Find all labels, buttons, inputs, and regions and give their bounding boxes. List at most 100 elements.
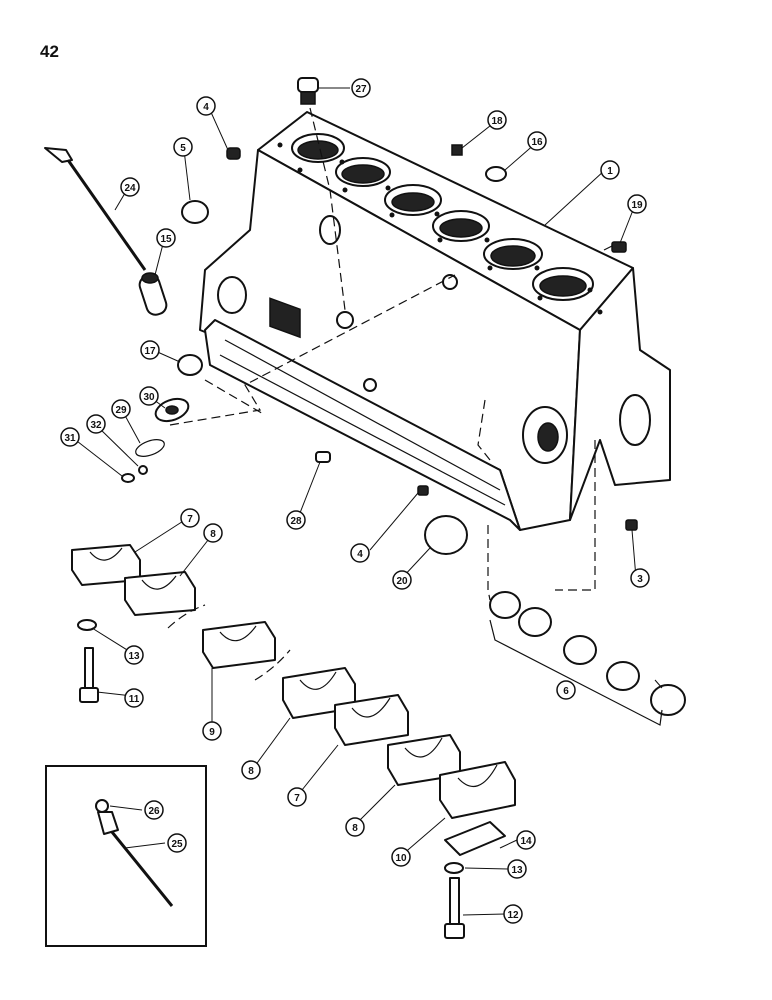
callout-25: 25: [167, 833, 187, 853]
callout-label-6: 6: [563, 686, 569, 697]
callout-13a: 13: [124, 645, 144, 665]
thrust-washer-upper: [167, 604, 206, 629]
callout-label-8b: 8: [248, 766, 254, 777]
plug-3: [625, 519, 638, 531]
callout-label-8a: 8: [210, 529, 216, 540]
callout-label-16: 16: [531, 137, 543, 148]
washer-13a: [77, 619, 97, 631]
callout-label-24: 24: [124, 183, 136, 194]
callout-15: 15: [156, 228, 176, 248]
camshaft-bearings: [489, 591, 686, 726]
callout-label-17: 17: [144, 346, 156, 357]
callout-16: 16: [527, 131, 547, 151]
callout-4b: 4: [350, 543, 370, 563]
callout-label-11: 11: [129, 694, 140, 705]
callout-18: 18: [487, 110, 507, 130]
washer-32: [138, 465, 148, 475]
bolt-12: [444, 877, 465, 939]
callout-20: 20: [392, 570, 412, 590]
cup-plug: [181, 200, 209, 224]
plug-top: [226, 147, 241, 160]
callout-7a: 7: [180, 508, 200, 528]
bearing-cap-10: [439, 761, 516, 819]
cup-plug-large: [424, 515, 468, 555]
expansion-plug: [485, 166, 507, 182]
dipstick: [44, 147, 147, 271]
callout-label-19: 19: [631, 200, 643, 211]
callout-label-32: 32: [90, 420, 102, 431]
bolt-19: [603, 241, 627, 253]
callout-label-10: 10: [395, 853, 407, 864]
callout-11: 11: [124, 688, 144, 708]
callout-32: 32: [86, 414, 106, 434]
callout-30: 30: [139, 386, 159, 406]
plug-lower: [417, 485, 429, 496]
callout-label-13a: 13: [128, 651, 140, 662]
callout-19: 19: [627, 194, 647, 214]
callout-3: 3: [630, 568, 650, 588]
callout-label-5: 5: [180, 143, 186, 154]
callout-label-4a: 4: [203, 102, 209, 113]
seal: [177, 354, 203, 376]
callout-label-4b: 4: [357, 549, 363, 560]
callout-label-7b: 7: [294, 793, 300, 804]
callout-26: 26: [144, 800, 164, 820]
callout-6: 6: [556, 680, 576, 700]
callout-label-9: 9: [209, 727, 215, 738]
pipe-plug: [451, 144, 463, 156]
callout-label-20: 20: [396, 576, 408, 587]
callout-27: 27: [351, 78, 371, 98]
cylinder-block: [199, 111, 671, 531]
gasket: [135, 439, 165, 457]
callout-label-1: 1: [607, 166, 613, 177]
callout-label-29: 29: [115, 405, 127, 416]
screw-31: [121, 473, 135, 483]
callout-label-27: 27: [355, 84, 367, 95]
bearing-cap-8a: [124, 571, 196, 616]
callout-label-26: 26: [148, 806, 160, 817]
callout-10: 10: [391, 847, 411, 867]
callout-label-31: 31: [64, 433, 76, 444]
dipstick-tube: [138, 272, 168, 316]
callout-17: 17: [140, 340, 160, 360]
shim-14: [444, 821, 506, 856]
bearing-cap-7b: [334, 694, 409, 746]
callout-9: 9: [202, 721, 222, 741]
callout-29: 29: [111, 399, 131, 419]
page-number: 42: [40, 42, 59, 61]
callout-label-18: 18: [491, 116, 503, 127]
callout-1: 1: [600, 160, 620, 180]
callout-4a: 4: [196, 96, 216, 116]
callout-28: 28: [286, 510, 306, 530]
callout-label-14: 14: [520, 836, 532, 847]
callout-label-25: 25: [171, 839, 183, 850]
assembly-lines: [169, 107, 596, 601]
callout-13b: 13: [507, 859, 527, 879]
callout-label-15: 15: [160, 234, 172, 245]
washer-13b: [444, 862, 464, 874]
callout-14: 14: [516, 830, 536, 850]
callout-label-30: 30: [143, 392, 155, 403]
inset-alternate-dipstick: [45, 765, 207, 947]
callout-24: 24: [120, 177, 140, 197]
callout-7b: 7: [287, 787, 307, 807]
bolt-11: [79, 647, 99, 703]
callout-label-12: 12: [507, 910, 519, 921]
callout-label-3: 3: [637, 574, 643, 585]
callout-8a: 8: [203, 523, 223, 543]
callout-label-8c: 8: [352, 823, 358, 834]
callout-8c: 8: [345, 817, 365, 837]
callout-label-28: 28: [290, 516, 302, 527]
callout-31: 31: [60, 427, 80, 447]
thrust-washer-lower: [254, 649, 291, 681]
dowel-28: [315, 451, 331, 463]
bearing-cap-9: [202, 621, 276, 669]
callout-5: 5: [173, 137, 193, 157]
breather-cap: [297, 77, 319, 105]
adapter: [154, 397, 190, 423]
callout-label-13b: 13: [511, 865, 523, 876]
callout-8b: 8: [241, 760, 261, 780]
callout-label-7a: 7: [187, 514, 193, 525]
callout-12: 12: [503, 904, 523, 924]
